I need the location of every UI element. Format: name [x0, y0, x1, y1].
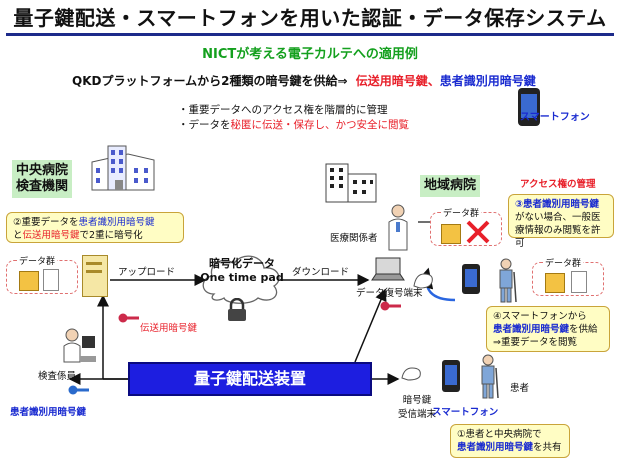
smartphone-bottom-label: スマートフォン: [432, 407, 499, 418]
smartphone-middle-icon: [462, 264, 480, 294]
subtitle: NICTが考える電子カルテへの適用例: [202, 47, 418, 62]
padlock-icon: [226, 298, 248, 322]
terminal-red-key-icon: [380, 300, 402, 312]
box-2-double-encryption: ②重要データを患者識別用暗号鍵 と伝送用暗号鍵で2重に暗号化: [6, 212, 184, 243]
bullet-2-emphasis: 秘匿に伝送・保存し、かつ安全に閲覧: [230, 119, 410, 131]
key-receiver-label: 暗号鍵 受信端末: [398, 392, 436, 420]
inspector-icon: [62, 326, 96, 364]
patient-key-text: 患者識別用暗号鍵: [439, 74, 536, 88]
qkd-device-bar: 量子鍵配送装置: [128, 362, 372, 396]
box2-suffix: で2重に暗号化: [79, 230, 143, 241]
box-4-smartphone-supply: ④スマートフォンから 患者識別用暗号鍵を供給 ⇒重要データを閲覧: [486, 306, 610, 352]
central-hospital-label: 中央病院 検査機関: [12, 160, 73, 198]
document-icon: [571, 271, 587, 293]
folder-icon: [19, 271, 39, 291]
data-group-left-label: データ群: [17, 254, 58, 267]
access-management-title: アクセス権の管理: [520, 179, 596, 190]
inspector-blue-key-icon: [68, 384, 90, 396]
key-receiver-line2: 受信端末: [398, 409, 437, 420]
server-icon: [82, 255, 108, 297]
cloud-line1: 暗号化データ: [209, 257, 275, 270]
regional-hospital-label: 地域病院: [420, 175, 481, 197]
box4-patient-key: 患者識別用暗号鍵: [493, 324, 570, 335]
central-hospital-line1: 中央病院: [16, 163, 69, 178]
laptop-icon: [370, 256, 406, 282]
box4-line3: ⇒重要データを閲覧: [493, 337, 577, 348]
supply-separator: 、: [427, 74, 440, 88]
supply-prefix: QKDプラットフォームから2種類の暗号鍵を供給⇒: [72, 74, 348, 88]
doctor-icon: [386, 204, 410, 252]
box1-line1: ①患者と中央病院で: [457, 429, 542, 440]
box3-rest: がない場合、一般医療情報のみ閲覧を許可: [515, 212, 601, 249]
cloud-line2: One time pad: [200, 271, 284, 284]
smartphone-top-label: スマートフォン: [520, 112, 590, 123]
encrypted-data-cloud: 暗号化データ One time pad: [196, 244, 288, 308]
title-divider: [6, 33, 614, 36]
box4-line2: を供給: [569, 324, 598, 335]
cross-icon: [466, 220, 490, 244]
transmission-key-label: 伝送用暗号鍵: [140, 323, 198, 334]
box1-line2: を共有: [533, 442, 562, 453]
hand-icon: [412, 270, 436, 290]
box-1-key-sharing: ①患者と中央病院で 患者識別用暗号鍵を共有: [450, 424, 570, 458]
qkd-to-central-arrow: [97, 294, 128, 380]
box3-patient-key: ③患者識別用暗号鍵: [515, 199, 600, 210]
smartphone-bottom-icon: [442, 360, 460, 392]
data-group-right-label: データ群: [543, 256, 584, 269]
transmission-key-text: 伝送用暗号鍵: [355, 74, 428, 88]
medical-staff-label: 医療関係者: [330, 233, 378, 244]
key-receiver-line1: 暗号鍵: [402, 395, 432, 406]
bullet-2-prefix: ・データを: [178, 119, 231, 131]
qkd-to-terminal-diagonal: [354, 288, 387, 363]
smartphone-icon: [518, 88, 540, 126]
key-supply-statement: QKDプラットフォームから2種類の暗号鍵を供給⇒ 伝送用暗号鍵、患者識別用暗号鍵: [72, 72, 536, 89]
box4-line1: ④スマートフォンから: [493, 311, 587, 322]
box-3-access-rule: ③患者識別用暗号鍵がない場合、一般医療情報のみ閲覧を許可: [508, 194, 614, 249]
download-label: ダウンロード: [292, 267, 350, 278]
inspector-label: 検査係員: [38, 371, 77, 382]
key-receiver-icon: [400, 366, 424, 382]
document-icon: [43, 269, 59, 291]
page-title: 量子鍵配送・スマートフォンを用いた認証・データ保存システム: [13, 6, 607, 30]
patient-label: 患者: [510, 383, 530, 394]
folder-icon: [545, 273, 565, 293]
bullet-1: ・重要データへのアクセス権を階層的に管理: [178, 104, 388, 116]
box2-transmission-key: 伝送用暗号鍵: [22, 230, 80, 241]
bullet-2: ・データを秘匿に伝送・保存し、かつ安全に閲覧: [178, 118, 409, 133]
bullet-list: ・重要データへのアクセス権を階層的に管理 ・データを秘匿に伝送・保存し、かつ安全…: [178, 103, 409, 133]
patient-bottom-icon: [476, 354, 500, 400]
data-group-left: データ群: [6, 254, 78, 294]
data-group-blocked: データ群: [430, 206, 502, 246]
regional-hospital-building-icon: [320, 158, 380, 204]
box2-prefix: ②重要データを: [13, 217, 79, 228]
box2-patient-key: 患者識別用暗号鍵: [78, 217, 155, 228]
central-hospital-line2: 検査機関: [16, 179, 69, 194]
data-group-right: データ群: [532, 256, 604, 296]
upload-label: アップロード: [118, 267, 176, 278]
box1-patient-key: 患者識別用暗号鍵: [457, 442, 534, 453]
central-hospital-building-icon: [88, 140, 156, 194]
patient-with-crutch-icon: [494, 258, 518, 304]
data-group-blocked-label: データ群: [441, 206, 482, 219]
red-key-icon: [118, 312, 140, 324]
folder-icon: [441, 224, 461, 244]
box2-mid: と: [13, 230, 23, 241]
data-restore-terminal-label: データ復号端末: [356, 288, 423, 299]
patient-key-label: 患者識別用暗号鍵: [10, 407, 87, 418]
